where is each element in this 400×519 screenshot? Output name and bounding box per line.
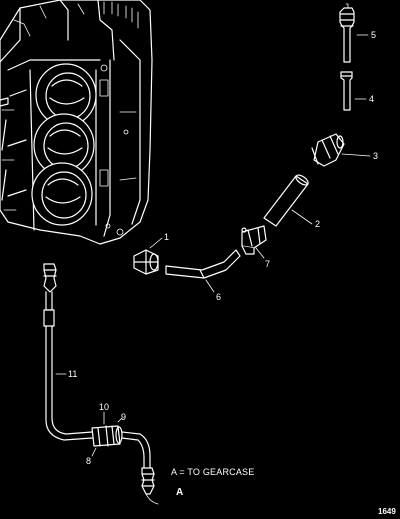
part-7-tee [241,225,267,255]
callout-9: 9 [121,412,127,422]
callout-10: 10 [99,402,110,412]
callout-3: 3 [373,151,379,161]
figure-id: 1649 [378,507,396,516]
part-2-hose [263,174,309,227]
part-11-hose-assembly [43,263,93,441]
callout-8: 8 [86,456,92,466]
gearcase-note: A = TO GEARCASE [171,467,255,477]
callout-11: 11 [68,369,78,379]
callout-1: 1 [164,232,170,242]
gearcase-hose [121,431,159,505]
part-5-fitting [339,3,355,63]
callout-4: 4 [369,94,375,104]
part-1-fitting [133,249,159,275]
part-3-connector [311,133,345,167]
part-4-plug [340,71,353,111]
callout-2: 2 [315,219,321,229]
callout-5: 5 [371,30,377,40]
callout-6: 6 [216,292,222,302]
cylinder-block [0,0,153,245]
gearcase-end-label: A [176,487,184,498]
part-8-10-filter [91,425,123,447]
callout-7: 7 [265,259,271,269]
part-6-hose [165,249,241,279]
